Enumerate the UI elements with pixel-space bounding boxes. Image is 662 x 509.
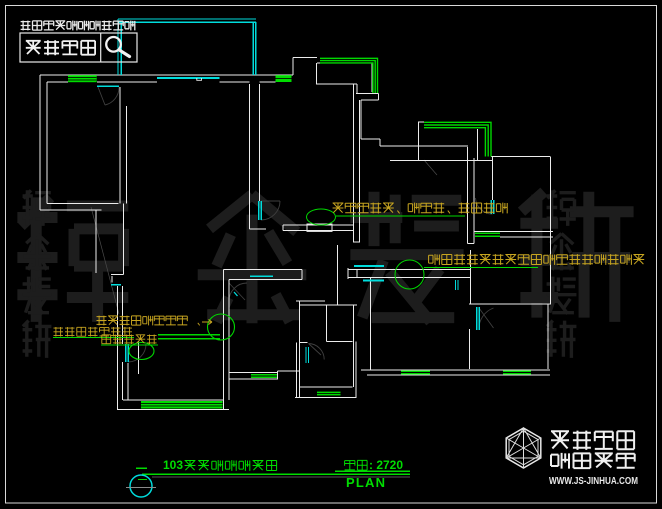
svg-text:: 2720: : 2720 xyxy=(369,458,403,472)
svg-text:103: 103 xyxy=(163,458,183,472)
svg-text:WWW.JS-JINHUA.COM: WWW.JS-JINHUA.COM xyxy=(549,476,638,487)
svg-text:PLAN: PLAN xyxy=(346,475,386,490)
